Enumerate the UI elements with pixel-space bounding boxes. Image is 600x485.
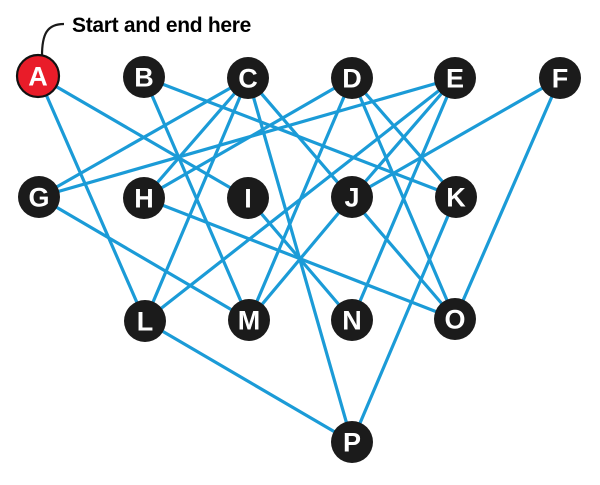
node-B[interactable]: B [123,56,165,98]
start-annotation-text: Start and end here [72,14,251,37]
start-node-circle-A[interactable] [15,53,61,99]
node-circle-O[interactable] [434,298,476,340]
edge-C-L [143,76,250,323]
node-circle-J[interactable] [331,176,373,218]
edge-C-G [37,76,250,199]
node-circle-E[interactable] [434,57,476,99]
node-circle-H[interactable] [123,177,165,219]
node-circle-C[interactable] [227,57,269,99]
node-G[interactable]: G [18,176,60,218]
node-circle-K[interactable] [435,176,477,218]
edge-E-L [143,76,457,323]
node-E[interactable]: E [434,57,476,99]
node-circle-G[interactable] [18,176,60,218]
edge-A-L [36,74,147,323]
edge-F-O [453,76,562,321]
edge-C-H [142,76,250,200]
node-circle-D[interactable] [331,57,373,99]
edge-K-P [350,195,458,444]
edge-J-M [247,195,354,322]
node-C[interactable]: C [227,57,269,99]
edge-F-J [350,76,562,199]
edges-layer [36,74,562,444]
node-J[interactable]: J [331,176,373,218]
node-circle-N[interactable] [331,299,373,341]
node-L[interactable]: L [124,300,166,342]
node-O[interactable]: O [434,298,476,340]
edge-L-P [143,319,354,444]
edge-E-N [350,76,457,322]
node-H[interactable]: H [123,177,165,219]
node-circle-I[interactable] [227,177,269,219]
annotation-leader-line [40,22,65,57]
node-F[interactable]: F [539,57,581,99]
node-M[interactable]: M [228,299,270,341]
node-D[interactable]: D [331,57,373,99]
edge-E-J [350,76,457,199]
node-K[interactable]: K [435,176,477,218]
node-N[interactable]: N [331,299,373,341]
edge-E-G [37,76,457,199]
node-circle-P[interactable] [331,421,373,463]
node-A[interactable]: A [15,53,61,99]
node-circle-F[interactable] [539,57,581,99]
node-P[interactable]: P [331,421,373,463]
node-circle-L[interactable] [124,300,166,342]
node-I[interactable]: I [227,177,269,219]
edge-G-M [37,195,251,322]
node-circle-M[interactable] [228,299,270,341]
node-circle-B[interactable] [123,56,165,98]
